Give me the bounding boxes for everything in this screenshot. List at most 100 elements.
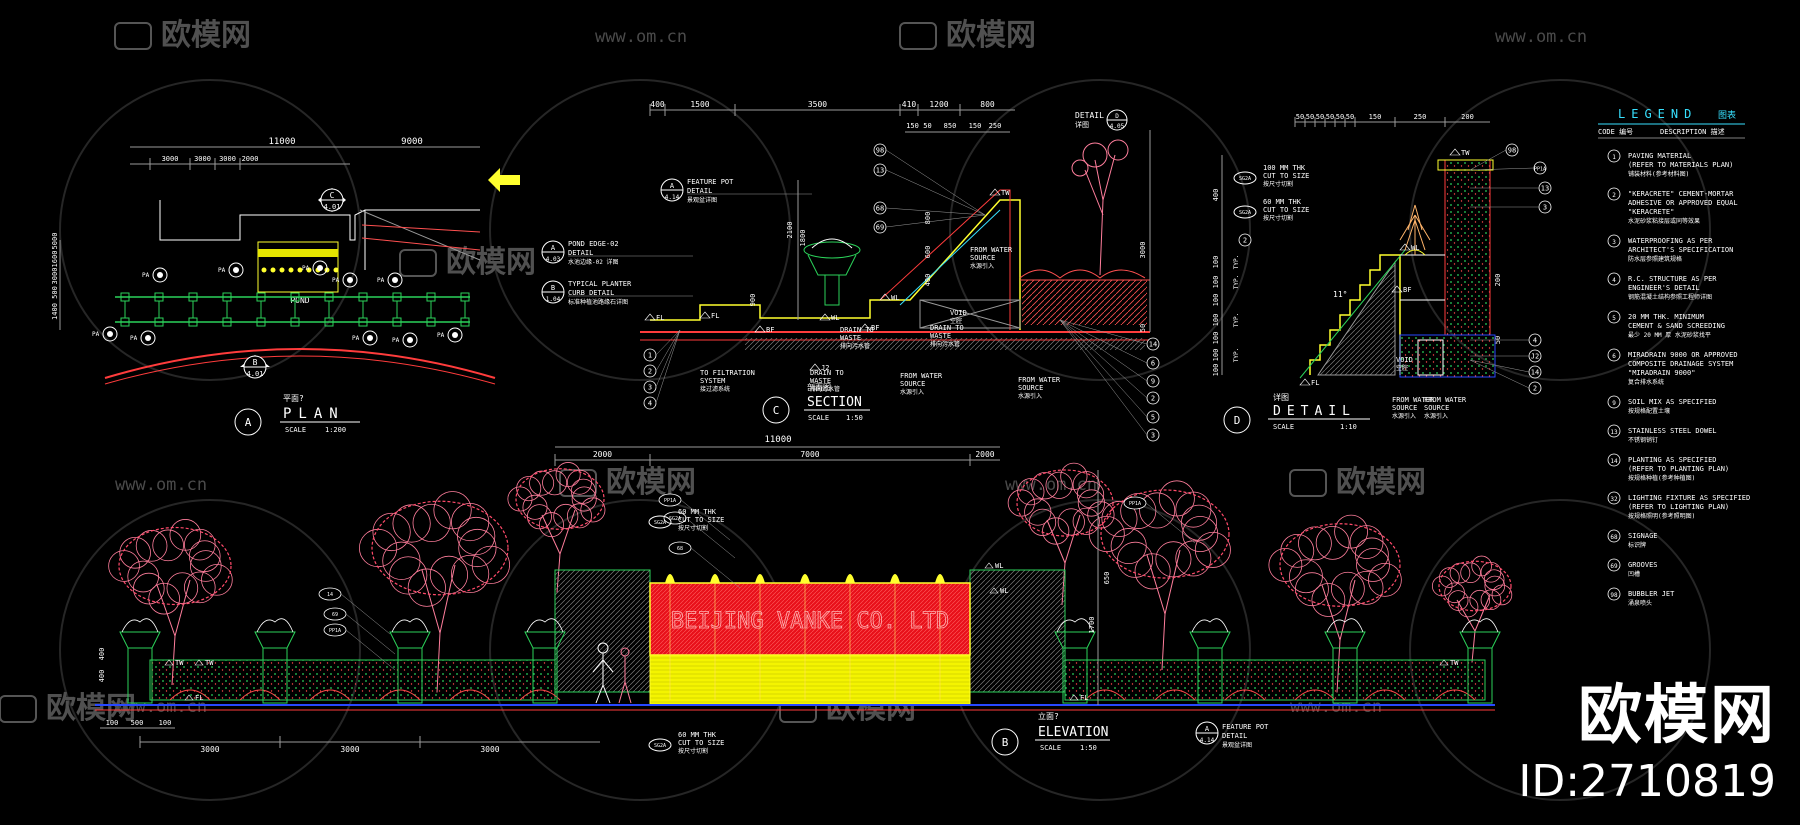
section-marker-b: B 4.01 (240, 355, 270, 379)
callout-bubble: 1 (643, 348, 657, 362)
dimension-label: 900 (749, 294, 757, 307)
drawing-label: DETAIL (568, 249, 593, 257)
drawing-label: SG2A (654, 743, 666, 749)
callout-number: 6 (1151, 360, 1155, 368)
pot-label: PA (352, 335, 360, 342)
drawing-label: 按尺寸切割 (678, 524, 708, 532)
level-mark: WL (995, 562, 1003, 570)
pot-label: PA (302, 265, 310, 272)
level-mark: TW (1001, 189, 1010, 197)
tree-icon (1431, 555, 1513, 663)
pot-label: PA (392, 337, 400, 344)
legend-code: 6 (1612, 353, 1616, 360)
level-mark: FL (656, 314, 664, 322)
callout-number: 2 (1151, 395, 1155, 403)
drawing-label: SOURCE (970, 254, 995, 262)
level-mark: TW (1450, 659, 1459, 667)
callout-number: 14 (1531, 369, 1539, 377)
callout-number: 69 (332, 612, 338, 618)
feature-pot-symbol: PA (218, 262, 244, 278)
pond-edge-band (258, 249, 338, 257)
pot-label: PA (92, 331, 100, 338)
dimension-label: 1200 (929, 100, 948, 109)
legend-code: 9 (1612, 400, 1616, 407)
dimension-label: 410 (902, 100, 917, 109)
svg-text:D: D (1115, 113, 1119, 120)
planter-soil (1022, 280, 1147, 325)
svg-text:SCALE: SCALE (1040, 744, 1061, 752)
drawing-label: FROM WATER (1392, 396, 1435, 404)
shrub (1084, 689, 1126, 701)
side-wall-right (969, 569, 1066, 693)
legend-description-cn: 标识牌 (1628, 541, 1646, 549)
callout-number: 3 (648, 384, 652, 392)
arc-paving-edge (104, 355, 496, 385)
svg-text:A: A (245, 416, 252, 429)
level-mark: WL (1411, 244, 1419, 252)
callout-number: 2 (1243, 237, 1247, 245)
callout-bubble: 69 (323, 607, 347, 621)
dimension-label: 400 (924, 274, 932, 287)
svg-text:SCALE: SCALE (285, 426, 306, 434)
svg-text:DETAIL: DETAIL (1273, 404, 1356, 419)
watermark-id: ID:2710819 (1518, 756, 1776, 807)
callout-bubble: 14 (1528, 365, 1542, 379)
drawing-label: 景观盆详图 (1222, 741, 1252, 749)
shrub (1294, 689, 1336, 701)
callout-bubble: 3 (1538, 200, 1552, 214)
callout-number: 3 (1151, 432, 1155, 440)
drawing-label: A (670, 182, 675, 190)
feature-pot-icon (1324, 618, 1366, 704)
callout-bubble: 2 (643, 364, 657, 378)
void-chamber (919, 299, 1021, 329)
dimension-label: 50 (1336, 113, 1344, 121)
drawing-label: 水源引入 (1018, 392, 1042, 400)
watermark-brand-text: 欧模网 (1336, 465, 1426, 500)
svg-text:DESCRIPTION 描述: DESCRIPTION 描述 (1660, 127, 1725, 136)
dimension-label: 400 (1212, 189, 1220, 202)
dimension-label: 3000 (219, 155, 236, 163)
callout-bubble: 98 (1505, 143, 1519, 157)
drawing-label: 1.04 (546, 296, 561, 303)
watermark-circles (59, 79, 1711, 801)
arc-paving-edge (104, 348, 496, 379)
shrub (379, 689, 421, 701)
level-mark: J2 (821, 364, 829, 372)
drawing-label: DRAIN TO (840, 326, 874, 334)
dimension-label: 3000 (162, 155, 179, 163)
feature-pot-icon (119, 618, 161, 704)
bubbler-jet-icon (710, 574, 720, 583)
drawing-label: 100 MM THK (1263, 164, 1306, 172)
level-mark: FL (1080, 694, 1088, 702)
elevation-title-block: B 立面? ELEVATION SCALE 1:50 (991, 711, 1110, 756)
feature-pot-symbol: PA (352, 330, 378, 346)
drawing-label: 空腔 (1396, 364, 1408, 372)
svg-text:C: C (773, 404, 780, 417)
legend-description-cn: 涌泉喷头 (1628, 599, 1652, 607)
svg-text:4.05: 4.05 (1110, 123, 1125, 130)
pot-label: PA (218, 267, 226, 274)
feature-pot-symbol: PA (332, 272, 358, 288)
drawing-label: CUT TO SIZE (1263, 206, 1309, 214)
legend-code: 98 (1610, 592, 1618, 599)
dimension-label: 100 (1212, 349, 1220, 362)
pond-label: POND (290, 296, 309, 305)
dimension-label: 150 (969, 122, 982, 130)
pond-cascade-profile (650, 199, 1021, 330)
watermark-url: www.om.cn (115, 475, 207, 495)
watermark-url: www.om.cn (1290, 697, 1382, 717)
dimension-label: 200 (1461, 113, 1474, 121)
legend-description-cn: 最少 20 MM 厚 水泥砂浆找平 (1628, 331, 1711, 339)
stepped-wall-profile (1309, 254, 1401, 375)
